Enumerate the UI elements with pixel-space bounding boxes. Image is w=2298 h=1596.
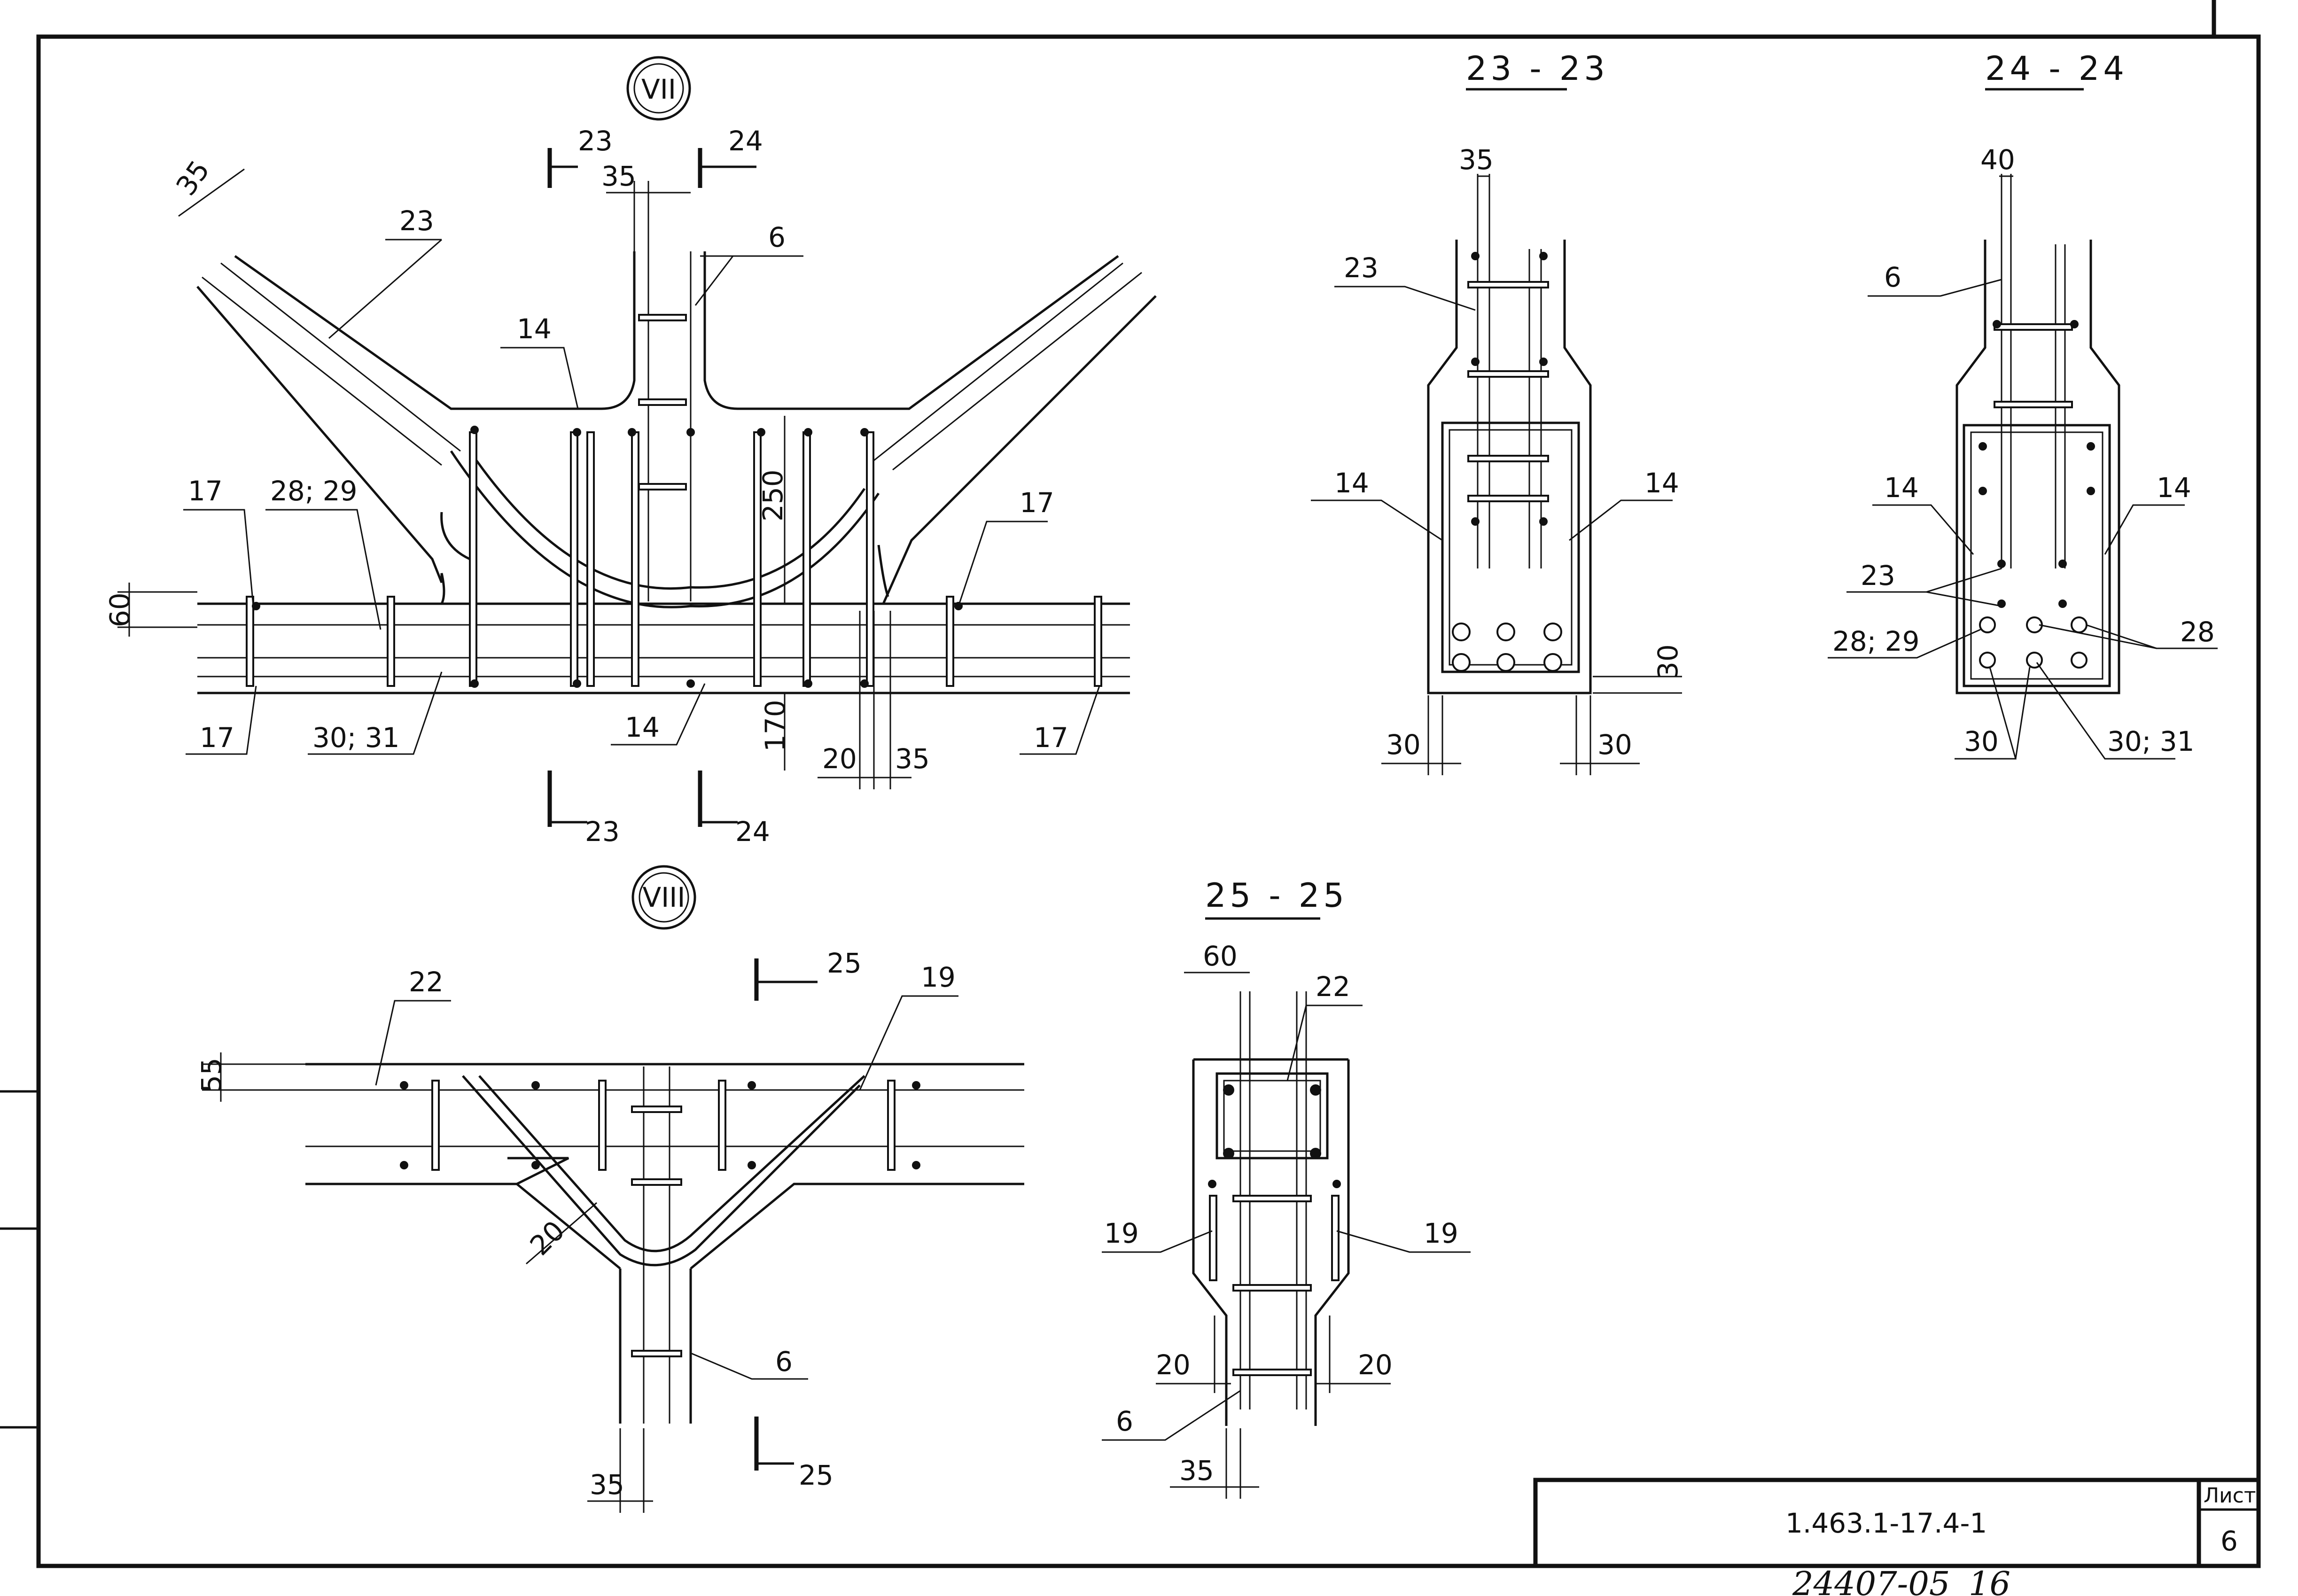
section-23-title: 23 - 23 [1466, 49, 1609, 88]
cut-23-bot: 23 [585, 816, 620, 848]
label-17-bl: 17 [200, 722, 234, 754]
stirrups-vii [246, 314, 1102, 687]
label-30-31: 30; 31 [312, 722, 400, 754]
sheet-number: 6 [2220, 1525, 2238, 1557]
label-22: 22 [1316, 971, 1350, 1003]
label-19-r: 19 [1424, 1217, 1458, 1249]
dim-30-l: 30 [1386, 729, 1421, 761]
title-block: 1.463.1-17.4-1 Лист 6 24407-05 16 [1533, 1478, 2261, 1596]
label-17-br: 17 [1034, 722, 1068, 754]
label-14-bot: 14 [625, 711, 660, 743]
label-23: 23 [1344, 252, 1379, 284]
label-30-31: 30; 31 [2107, 725, 2195, 757]
rebar-dots-vii [252, 426, 963, 688]
section-24-24: 24 - 24 40 6 14 14 23 28; 29 28 [1828, 49, 2218, 760]
label-28-29: 28; 29 [1832, 625, 1920, 657]
label-6: 6 [775, 1346, 793, 1378]
archive-number: 24407-05 [1792, 1565, 1950, 1596]
cut-23-top: 23 [578, 125, 613, 157]
dim-20-r: 20 [1358, 1349, 1393, 1381]
cut-25-bot: 25 [799, 1459, 834, 1491]
dim-55: 55 [195, 1058, 227, 1092]
label-22: 22 [409, 966, 444, 998]
archive-page: 16 [1969, 1565, 2010, 1596]
dim-20-l: 20 [1156, 1349, 1191, 1381]
label-14-l: 14 [1884, 472, 1919, 504]
label-14-r: 14 [1644, 467, 1679, 499]
dim-35: 35 [590, 1469, 624, 1501]
dim-60: 60 [1203, 940, 1238, 972]
labels-vii: 23 6 14 17 28; 29 17 17 30; 31 14 17 [183, 205, 1100, 755]
label-14-l: 14 [1334, 467, 1369, 499]
dim-60: 60 [104, 592, 136, 627]
label-28: 28 [2180, 616, 2215, 648]
label-17-tr: 17 [1020, 487, 1054, 519]
sheet-code: 1.463.1-17.4-1 [1785, 1507, 1987, 1539]
label-6: 6 [1116, 1405, 1133, 1437]
label-19-l: 19 [1104, 1217, 1139, 1249]
dim-170: 170 [759, 700, 791, 752]
section-25-title: 25 - 25 [1205, 876, 1348, 915]
cut-25-top: 25 [827, 947, 862, 979]
dim-250: 250 [757, 469, 789, 522]
label-6: 6 [1884, 261, 1901, 293]
cut-marks-vii: 23 24 23 24 [547, 125, 770, 848]
label-14-r: 14 [2157, 472, 2191, 504]
section-25-25: 25 - 25 60 22 19 19 20 20 6 [1102, 876, 1471, 1499]
label-17-tl: 17 [188, 475, 223, 507]
node-vii-detail: VII [104, 56, 1157, 848]
node-viii-mark: VIII [643, 881, 686, 913]
cut-24-bot: 24 [735, 816, 770, 848]
dim-35-top: 35 [601, 160, 636, 192]
node-viii-detail: VIII 22 19 6 55 20 [195, 865, 1024, 1513]
dim-35-b: 35 [895, 743, 930, 775]
section-23-23: 23 - 23 35 23 14 14 30 30 3 [1311, 49, 1684, 775]
label-23: 23 [1861, 560, 1895, 592]
label-14-top: 14 [517, 313, 552, 345]
sheet-label: Лист [2204, 1484, 2256, 1508]
section-24-title: 24 - 24 [1985, 49, 2128, 88]
sheet-frame [0, 0, 2261, 1568]
cut-24-top: 24 [728, 125, 763, 157]
dim-30-v: 30 [1652, 644, 1684, 679]
node-vii-mark: VII [641, 73, 676, 105]
dim-40: 40 [1980, 144, 2015, 176]
dim-35: 35 [1459, 144, 1494, 176]
dim-35: 35 [1179, 1455, 1214, 1487]
label-6: 6 [768, 221, 786, 253]
label-19: 19 [921, 961, 956, 993]
dim-30-r: 30 [1597, 729, 1632, 761]
label-23: 23 [399, 205, 434, 237]
dim-20: 20 [822, 743, 857, 775]
label-30: 30 [1964, 725, 1999, 757]
label-28-29: 28; 29 [270, 475, 358, 507]
